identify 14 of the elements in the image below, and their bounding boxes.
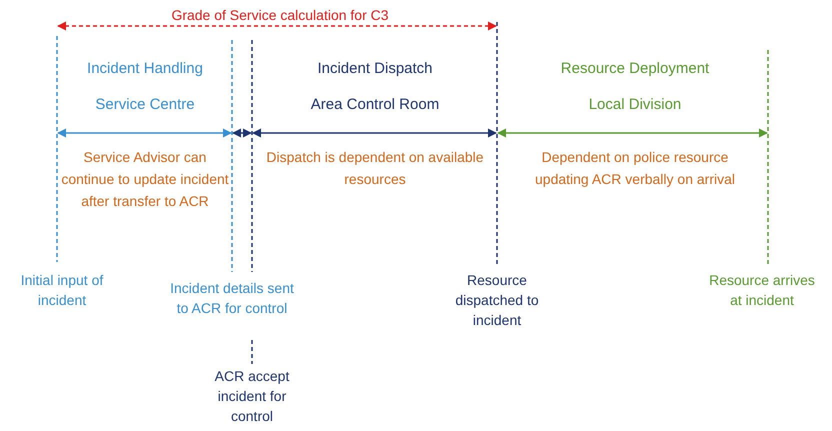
heading: Service Centre xyxy=(94,95,196,115)
event-label: Resource arrives at incident xyxy=(708,271,816,310)
event-label: Resource dispatched to incident xyxy=(454,271,540,330)
event-label: Initial input of incident xyxy=(20,271,104,310)
note: Dependent on police resource updating ACR verbally on arrival xyxy=(534,148,736,189)
heading: Local Division xyxy=(588,95,682,115)
note: Service Advisor can continue to update incident after transfer to ACR xyxy=(60,148,230,211)
event-label: ACR accept incident for control xyxy=(214,367,290,426)
heading: Area Control Room xyxy=(310,95,440,115)
heading: Incident Handling xyxy=(86,59,204,79)
heading: Resource Deployment xyxy=(560,59,710,79)
note: Dispatch is dependent on available resources xyxy=(265,148,485,189)
event-label: Incident details sent to ACR for control xyxy=(169,279,295,318)
heading: Incident Dispatch xyxy=(316,59,434,79)
